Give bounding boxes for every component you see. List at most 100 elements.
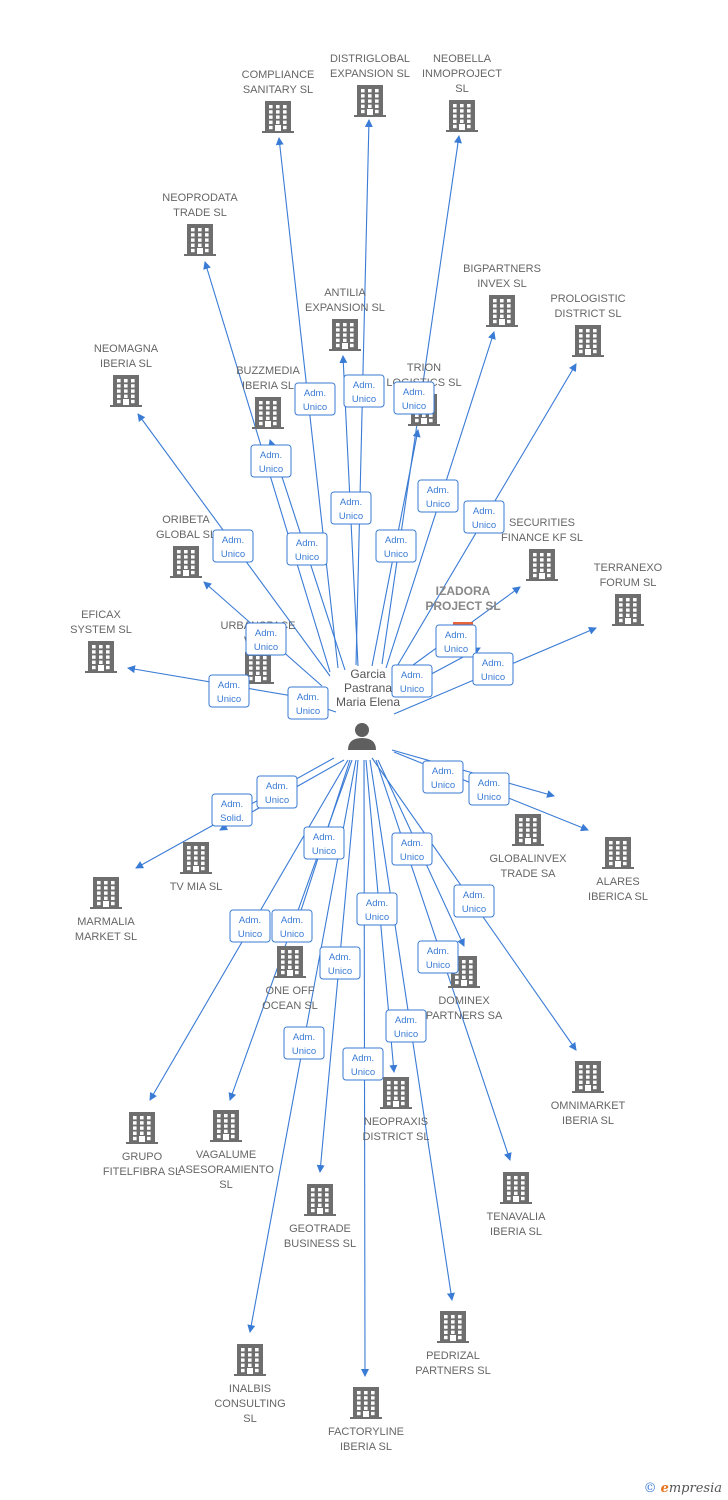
role-badge[interactable]: Adm.Unico [463, 500, 505, 534]
company-name: PARTNERS SL [415, 1365, 490, 1377]
building-window [99, 645, 103, 649]
role-badge[interactable]: Adm.Unico [283, 1026, 325, 1060]
role-badge[interactable]: Adm.Unico [422, 760, 464, 794]
building-window [458, 1315, 462, 1319]
role-badge-text: Adm. [366, 898, 388, 909]
building-window [579, 1085, 583, 1090]
role-badge[interactable]: Adm.Unico [453, 884, 495, 918]
company-node-tvmia[interactable]: TV MIA SL [170, 842, 223, 893]
building-window [394, 1086, 398, 1090]
role-badge-text: Unico [265, 795, 289, 806]
role-badge[interactable]: Adm.Unico [417, 479, 459, 513]
building-window [184, 555, 188, 559]
role-badge[interactable]: Adm.Unico [472, 652, 514, 686]
company-name: EFICAX [81, 609, 121, 621]
role-badge[interactable]: Adm.Solid. [211, 793, 253, 827]
building-window [117, 394, 121, 398]
building-window [540, 553, 544, 557]
building-window [194, 846, 198, 850]
building-window [276, 105, 280, 109]
building-window [263, 661, 267, 665]
role-badge[interactable]: Adm.Unico [208, 674, 250, 708]
role-badge[interactable]: Adm.Unico [287, 686, 329, 720]
role-badge[interactable]: Adm.Unico [385, 1009, 427, 1043]
role-badge[interactable]: Adm.Unico [391, 664, 433, 698]
company-name: DISTRIGLOBAL [330, 53, 410, 65]
role-badge[interactable]: Adm.Unico [250, 444, 292, 478]
building-window [198, 238, 202, 242]
building-window [401, 1081, 405, 1085]
building-window [276, 110, 280, 114]
role-badge[interactable]: Adm.Unico [375, 529, 417, 563]
role-badge[interactable]: Adm.Unico [319, 946, 361, 980]
role-badge[interactable]: Adm.Unico [271, 909, 313, 943]
role-badge[interactable]: Adm.Unico [286, 532, 328, 566]
role-badge[interactable]: Adm.Unico [303, 826, 345, 860]
role-badge[interactable]: Adm.Unico [391, 832, 433, 866]
role-badge-text: Adm. [482, 658, 504, 669]
building-window [519, 818, 523, 822]
building-window [336, 323, 340, 327]
role-badge[interactable]: Adm.Unico [342, 1047, 384, 1081]
role-badge[interactable]: Adm.Unico [468, 772, 510, 806]
building-window [191, 248, 195, 253]
role-badge[interactable]: Adm.Unico [245, 622, 287, 656]
role-badge[interactable]: Adm.Unico [343, 374, 385, 408]
building-window [507, 319, 511, 324]
building-window [533, 828, 537, 832]
building-window [187, 856, 191, 860]
company-name: MARMALIA [77, 916, 135, 928]
role-badge[interactable]: Adm.Unico [256, 775, 298, 809]
building-window [586, 1070, 590, 1074]
role-badge[interactable]: Adm.Unico [212, 529, 254, 563]
role-badge[interactable]: Adm.Unico [356, 892, 398, 926]
building-window [140, 1121, 144, 1125]
building-window [533, 838, 537, 843]
role-badge[interactable]: Adm.Unico [229, 909, 271, 943]
role-badge[interactable]: Adm.Unico [393, 381, 435, 415]
building-window [97, 901, 101, 906]
role-badge[interactable]: Adm.Unico [435, 624, 477, 658]
building-window [318, 1198, 322, 1202]
building-window [533, 558, 537, 562]
building-window [526, 833, 530, 837]
brand-logo[interactable]: empresia [660, 1481, 722, 1496]
company-name: NEOPRAXIS [364, 1116, 428, 1128]
building-window [111, 901, 115, 906]
role-badge[interactable]: Adm.Unico [294, 382, 336, 416]
building-base [85, 671, 117, 673]
building-window [458, 1335, 462, 1340]
building-window [453, 109, 457, 113]
role-badge-box [294, 382, 336, 416]
role-badge-text: Adm. [297, 692, 319, 703]
role-badge[interactable]: Adm.Unico [417, 940, 459, 974]
role-badge[interactable]: Adm.Unico [330, 491, 372, 525]
